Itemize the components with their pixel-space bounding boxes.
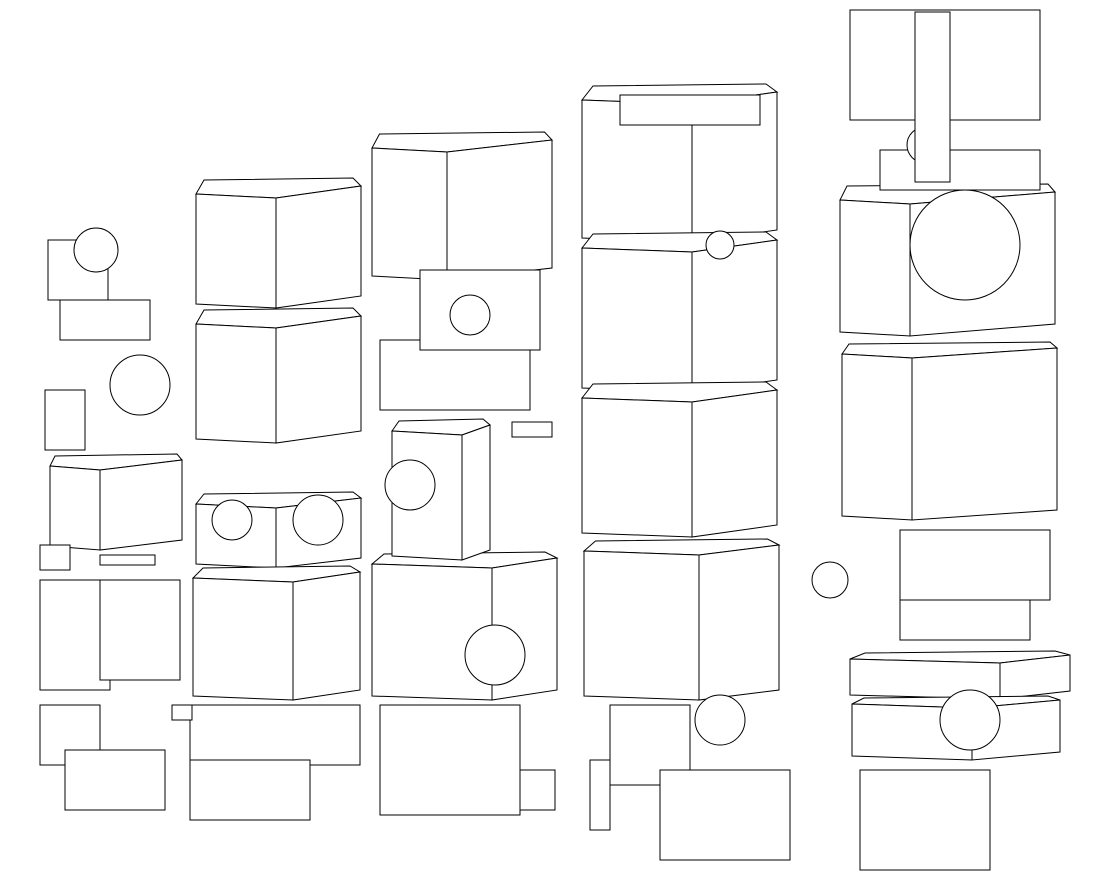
cylinder-feature-12 [109, 354, 171, 416]
small-part-22 [511, 421, 553, 438]
cube-c3-1-left-face [371, 147, 448, 281]
cylinder-feature-6 [464, 624, 526, 686]
cube-c2-4-left-face [192, 577, 294, 701]
cube-c5-1-left-face [839, 199, 911, 337]
cylinder-feature-9 [292, 494, 344, 546]
cube-c5-2-right-face [911, 347, 1058, 521]
cube-c2-2-left-face [195, 323, 277, 444]
cylinder-feature-10 [211, 499, 253, 541]
block-c1-1-left-face [49, 465, 101, 551]
small-part-4 [99, 579, 181, 681]
small-part-9 [379, 339, 531, 411]
cube-c4-4-right-face [698, 544, 780, 701]
block-c1-1-right-face [99, 459, 183, 551]
cube-c3-1-right-face [446, 139, 553, 281]
small-part-21 [99, 554, 156, 566]
cylinder-feature-4 [694, 694, 746, 746]
small-part-13 [659, 769, 791, 861]
cylinder-feature-2 [909, 189, 1021, 301]
cube-c4-3-left-face [581, 397, 693, 538]
small-part-23 [39, 544, 71, 571]
cube-c5-2-left-face [841, 353, 913, 521]
cylinder-feature-1 [705, 230, 735, 260]
small-part-16 [899, 529, 1051, 601]
cube-c4-2-left-face [581, 247, 693, 393]
cube-c2-2-right-face [275, 315, 362, 444]
cylinder-feature-11 [449, 294, 491, 336]
cube-c3-3-right-face [461, 424, 491, 561]
small-part-19 [879, 149, 1041, 191]
small-part-6 [64, 749, 166, 811]
small-part-24 [171, 704, 193, 721]
small-part-8 [189, 759, 311, 821]
cube-c2-1-left-face [195, 193, 277, 309]
cube-c4-2-right-face [691, 239, 778, 393]
cube-c2-1-right-face [275, 185, 362, 309]
cylinder-feature-3 [939, 689, 1001, 751]
bar-part [619, 94, 761, 126]
cylinder-feature-5 [384, 459, 436, 511]
cylinder-feature-0 [73, 227, 119, 273]
cylinder-feature-7 [811, 561, 849, 599]
small-part-15 [859, 769, 991, 871]
small-part-1 [59, 299, 151, 341]
block-c5-3-right-face [999, 654, 1071, 700]
cube-c3-2-left-face [371, 563, 493, 701]
small-part-10 [379, 704, 521, 816]
small-part-7 [189, 704, 361, 766]
small-part-2 [44, 389, 86, 451]
small-part-17 [899, 599, 1031, 641]
cube-c4-3-right-face [691, 389, 778, 538]
cube-c4-4-left-face [583, 550, 700, 701]
cube-c2-4-right-face [292, 571, 361, 701]
small-part-14 [589, 759, 611, 831]
small-part-11 [519, 769, 556, 811]
parts-group [39, 9, 1071, 871]
rod-part [914, 11, 951, 183]
small-part-3 [39, 579, 111, 691]
